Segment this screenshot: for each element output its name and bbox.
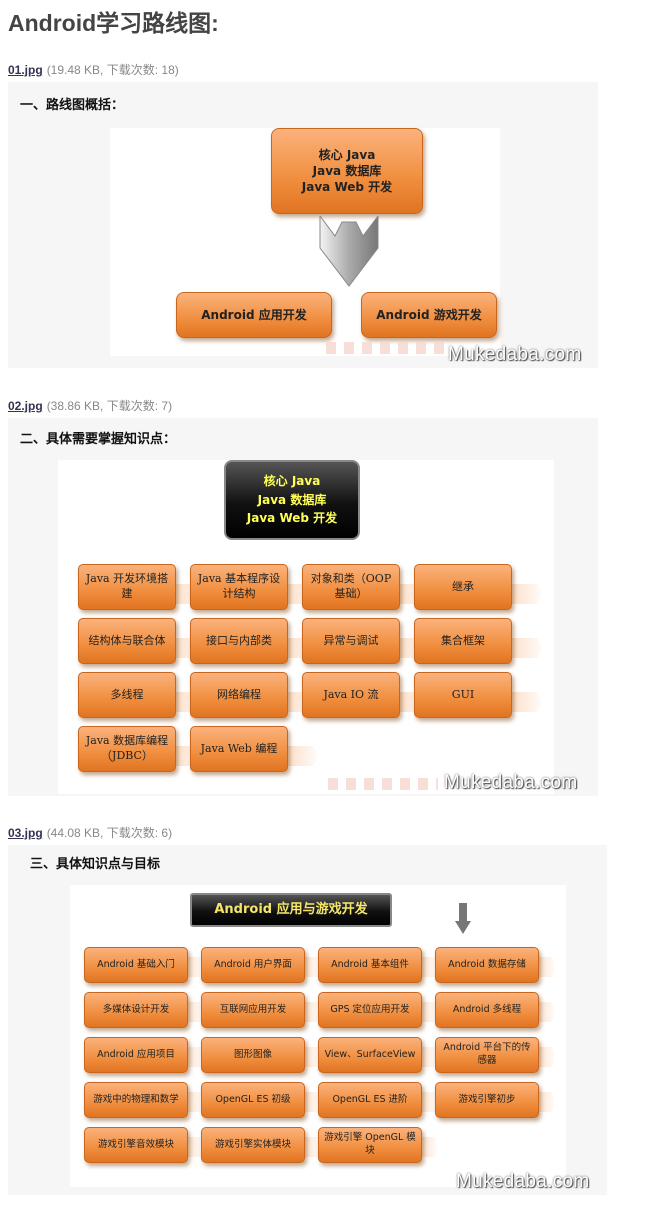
box-line: 核心 Java <box>318 147 376 162</box>
knowledge-box: Android 基础入门 <box>84 947 188 983</box>
knowledge-box: OpenGL ES 进阶 <box>318 1082 422 1118</box>
knowledge-box: 继承 <box>414 564 512 610</box>
knowledge-box: 多媒体设计开发 <box>84 992 188 1028</box>
watermark: Mukedaba.com <box>456 1171 590 1192</box>
box-shadow-arrow <box>502 584 542 604</box>
core-java-box: 核心 Java Java 数据库 Java Web 开发 <box>271 128 423 214</box>
section-heading: 一、路线图概括： <box>20 98 125 113</box>
down-arrow-icon <box>319 216 379 287</box>
attachment-info: 02.jpg(38.86 KB, 下载次数: 7) <box>8 397 172 414</box>
box-line: 核心 Java <box>263 474 321 489</box>
knowledge-box: Java Web 编程 <box>190 726 288 772</box>
knowledge-box: Android 用户界面 <box>201 947 305 983</box>
knowledge-box: 游戏引擎初步 <box>435 1082 539 1118</box>
knowledge-box: 接口与内部类 <box>190 618 288 664</box>
knowledge-box: 互联网应用开发 <box>201 992 305 1028</box>
knowledge-box: 图形图像 <box>201 1037 305 1073</box>
core-java-box: 核心 Java Java 数据库 Java Web 开发 <box>224 460 360 540</box>
android-app-dev-box: Android 应用开发 <box>176 292 332 338</box>
watermark: Mukedaba.com <box>444 772 578 793</box>
knowledge-box: View、SurfaceView <box>318 1037 422 1073</box>
attachment-info: 01.jpg(19.48 KB, 下载次数: 18) <box>8 61 179 78</box>
image-01[interactable]: 一、路线图概括： 核心 Java Java 数据库 Java Web 开发 An… <box>8 82 598 368</box>
page-title: Android学习路线图: <box>8 10 219 36</box>
box-line: Java 数据库 <box>257 492 327 507</box>
android-game-dev-box: Android 游戏开发 <box>361 292 497 338</box>
knowledge-box: Java 数据库编程（JDBC） <box>78 726 176 772</box>
knowledge-box: Android 平台下的传感器 <box>435 1037 539 1073</box>
knowledge-box: OpenGL ES 初级 <box>201 1082 305 1118</box>
knowledge-box: 游戏引擎实体模块 <box>201 1127 305 1163</box>
roadmap-overview: 核心 Java Java 数据库 Java Web 开发 Android 应用开… <box>110 128 500 356</box>
knowledge-box: Java 基本程序设计结构 <box>190 564 288 610</box>
targets-diagram: Android 应用与游戏开发 Android 基础入门 Android 用户界面… <box>70 885 566 1187</box>
knowledge-box: 异常与调试 <box>302 618 400 664</box>
knowledge-box: 游戏引擎 OpenGL 模块 <box>318 1127 422 1163</box>
attachment-link[interactable]: 01.jpg <box>8 63 43 77</box>
attachment-link[interactable]: 02.jpg <box>8 399 43 413</box>
knowledge-points-diagram: 核心 Java Java 数据库 Java Web 开发 Java 开发环境搭建… <box>58 460 554 794</box>
knowledge-box: 网络编程 <box>190 672 288 718</box>
watermark-stripe <box>326 342 446 354</box>
knowledge-box: Java 开发环境搭建 <box>78 564 176 610</box>
attachment-link[interactable]: 03.jpg <box>8 826 43 840</box>
box-line: Java 数据库 <box>312 163 382 178</box>
down-arrow-icon <box>455 903 471 934</box>
knowledge-box: GUI <box>414 672 512 718</box>
knowledge-box: Android 数据存储 <box>435 947 539 983</box>
attachment-meta: (44.08 KB, 下载次数: 6) <box>46 826 173 840</box>
watermark: Mukedaba.com <box>448 344 582 365</box>
knowledge-box: 游戏引擎音效模块 <box>84 1127 188 1163</box>
section-heading: 三、具体知识点与目标 <box>30 857 161 872</box>
attachment-info: 03.jpg(44.08 KB, 下载次数: 6) <box>8 824 172 841</box>
knowledge-box: GPS 定位应用开发 <box>318 992 422 1028</box>
knowledge-box: 游戏中的物理和数学 <box>84 1082 188 1118</box>
knowledge-box: 结构体与联合体 <box>78 618 176 664</box>
box-shadow-arrow <box>502 692 542 712</box>
box-line: Java Web 开发 <box>301 180 393 195</box>
knowledge-box: Android 多线程 <box>435 992 539 1028</box>
box-shadow-arrow <box>502 638 542 658</box>
knowledge-box: Android 基本组件 <box>318 947 422 983</box>
android-app-game-box: Android 应用与游戏开发 <box>190 893 392 927</box>
knowledge-box: 对象和类（OOP 基础） <box>302 564 400 610</box>
image-02[interactable]: 二、具体需要掌握知识点： 核心 Java Java 数据库 Java Web 开… <box>8 418 598 796</box>
box-line: Java Web 开发 <box>246 511 338 526</box>
section-heading: 二、具体需要掌握知识点： <box>20 432 177 447</box>
box-shadow-arrow <box>278 746 318 766</box>
knowledge-box: 集合框架 <box>414 618 512 664</box>
attachment-meta: (38.86 KB, 下载次数: 7) <box>46 399 173 413</box>
knowledge-box: Android 应用项目 <box>84 1037 188 1073</box>
watermark-stripe <box>328 778 438 790</box>
knowledge-box: 多线程 <box>78 672 176 718</box>
attachment-meta: (19.48 KB, 下载次数: 18) <box>46 63 179 77</box>
knowledge-box: Java IO 流 <box>302 672 400 718</box>
